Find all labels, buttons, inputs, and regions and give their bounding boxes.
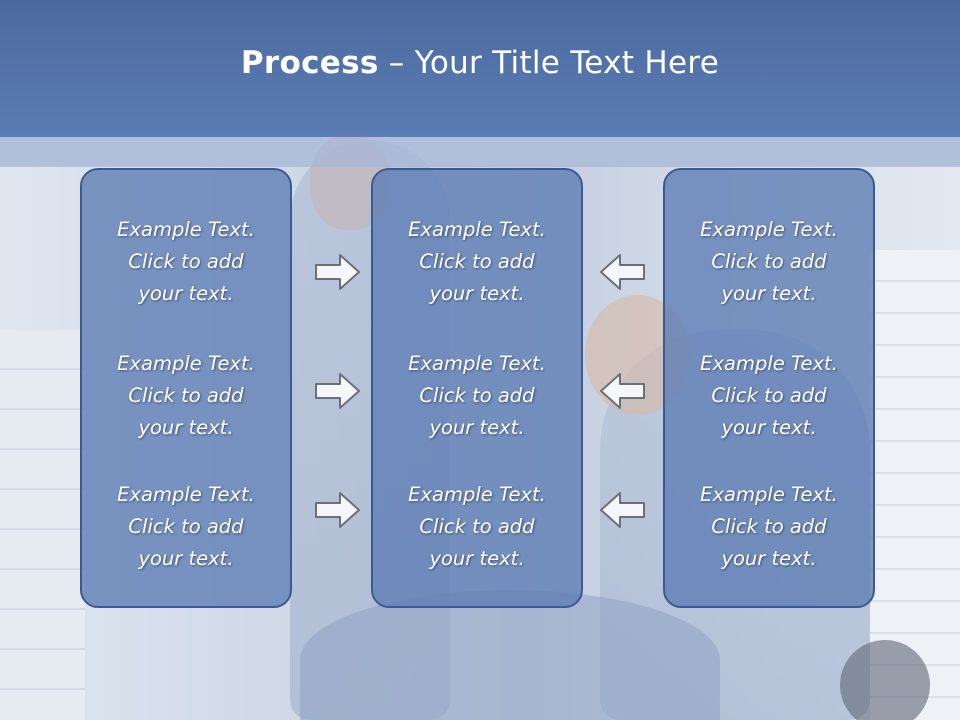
text-line: Example Text. <box>117 218 255 241</box>
text-item[interactable]: Example Text. Click to add your text. <box>373 479 581 575</box>
text-line: Example Text. <box>408 352 546 375</box>
text-line: Click to add <box>419 250 535 273</box>
text-line: your text. <box>721 416 817 439</box>
process-box-center[interactable]: Example Text. Click to add your text. Ex… <box>371 168 583 608</box>
title-bar: Process – Your Title Text Here <box>0 0 960 137</box>
process-box-left[interactable]: Example Text. Click to add your text. Ex… <box>80 168 292 608</box>
process-box-right[interactable]: Example Text. Click to add your text. Ex… <box>663 168 875 608</box>
text-line: Click to add <box>128 515 244 538</box>
text-item[interactable]: Example Text. Click to add your text. <box>373 214 581 310</box>
left-arrow-icon <box>598 252 646 292</box>
text-item[interactable]: Example Text. Click to add your text. <box>665 348 873 444</box>
text-line: Example Text. <box>700 218 838 241</box>
text-line: your text. <box>429 282 525 305</box>
left-arrow-icon <box>598 490 646 530</box>
left-arrow-icon <box>598 371 646 411</box>
text-line: your text. <box>138 282 234 305</box>
text-line: your text. <box>138 416 234 439</box>
text-line: your text. <box>721 547 817 570</box>
text-line: Example Text. <box>700 483 838 506</box>
text-item[interactable]: Example Text. Click to add your text. <box>82 214 290 310</box>
text-item[interactable]: Example Text. Click to add your text. <box>82 479 290 575</box>
background-chair <box>840 640 930 720</box>
text-line: Example Text. <box>700 352 838 375</box>
text-item[interactable]: Example Text. Click to add your text. <box>373 348 581 444</box>
text-line: your text. <box>721 282 817 305</box>
text-line: Click to add <box>711 384 827 407</box>
slide-title[interactable]: Process – Your Title Text Here <box>241 45 719 81</box>
title-rest: – Your Title Text Here <box>378 44 720 81</box>
text-line: your text. <box>138 547 234 570</box>
title-bold: Process <box>240 44 379 81</box>
background-cabinet <box>0 330 85 720</box>
text-item[interactable]: Example Text. Click to add your text. <box>665 214 873 310</box>
text-line: Example Text. <box>117 352 255 375</box>
text-line: Click to add <box>128 250 244 273</box>
right-arrow-icon <box>314 252 362 292</box>
text-item[interactable]: Example Text. Click to add your text. <box>665 479 873 575</box>
right-arrow-icon <box>314 371 362 411</box>
text-line: Example Text. <box>117 483 255 506</box>
text-line: Click to add <box>128 384 244 407</box>
title-band <box>0 137 960 167</box>
text-line: your text. <box>429 416 525 439</box>
right-arrow-icon <box>314 490 362 530</box>
text-line: Example Text. <box>408 218 546 241</box>
text-line: Click to add <box>711 515 827 538</box>
text-line: your text. <box>429 547 525 570</box>
background-patient <box>300 590 720 720</box>
text-item[interactable]: Example Text. Click to add your text. <box>82 348 290 444</box>
text-line: Click to add <box>419 384 535 407</box>
text-line: Example Text. <box>408 483 546 506</box>
text-line: Click to add <box>419 515 535 538</box>
text-line: Click to add <box>711 250 827 273</box>
